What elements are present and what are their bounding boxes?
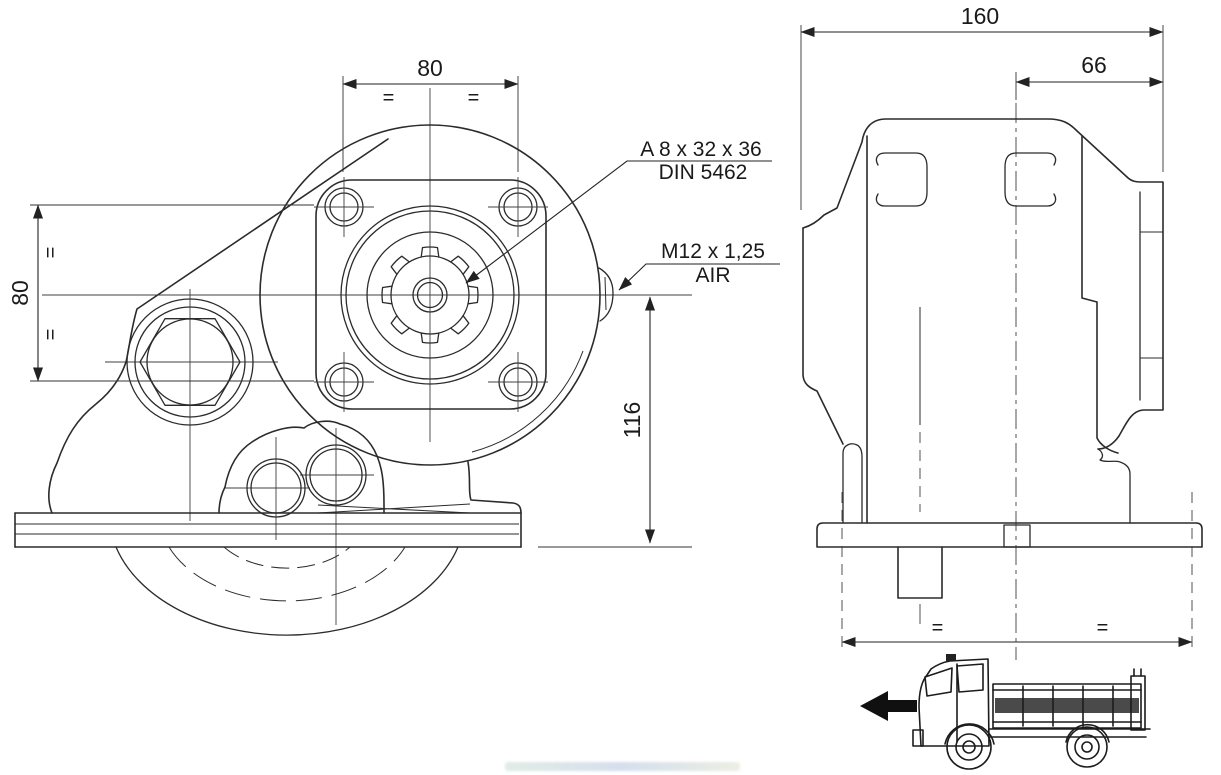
hex-plug bbox=[126, 298, 254, 426]
front-housing-outline bbox=[48, 124, 614, 514]
bolt-hole bbox=[314, 177, 374, 237]
cut-off-watermark bbox=[505, 762, 740, 771]
dimension-116-value: 116 bbox=[619, 402, 645, 439]
shaft-stub bbox=[897, 546, 943, 599]
left-arrow-icon bbox=[860, 691, 917, 721]
side-base-flange bbox=[816, 522, 1203, 624]
side-slots bbox=[875, 152, 1057, 207]
mounting-ports bbox=[246, 444, 367, 518]
equal-mark: = bbox=[1097, 617, 1110, 639]
dimension-116: 116 bbox=[538, 296, 692, 548]
front-base-flange bbox=[14, 503, 522, 548]
dimension-80-horizontal: 80 = = bbox=[342, 55, 519, 172]
spline-callout: A 8 x 32 x 36 DIN 5462 bbox=[465, 138, 772, 284]
flange-key-tab bbox=[1003, 524, 1031, 548]
air-port-boss bbox=[598, 267, 614, 322]
truck-direction-indicator bbox=[860, 654, 1151, 770]
bell-housing bbox=[115, 546, 459, 636]
bolt-hole bbox=[314, 352, 374, 412]
equal-mark: = bbox=[932, 617, 945, 639]
dimension-66: 66 bbox=[1015, 52, 1164, 100]
spline-callout-leader bbox=[465, 160, 772, 284]
front-view: 80 = = 80 = = 116 A 8 x 32 x 36 DIN 5462 bbox=[7, 55, 780, 636]
spline-shaft bbox=[340, 205, 520, 385]
bolt-hole bbox=[488, 352, 548, 412]
spline-callout-line1: A 8 x 32 x 36 bbox=[640, 138, 761, 161]
dimension-base-symmetric: = = bbox=[841, 492, 1193, 650]
cab-roof-marker bbox=[946, 654, 956, 661]
side-view: 160 66 = = bbox=[800, 3, 1203, 660]
spline-teeth bbox=[381, 246, 479, 344]
bed-panel-shadow bbox=[995, 698, 1139, 713]
bolt-hole bbox=[488, 177, 548, 237]
truck-icon bbox=[912, 654, 1151, 770]
dimension-160: 160 bbox=[800, 3, 1164, 210]
dimension-160-value: 160 bbox=[961, 3, 999, 29]
equal-mark: = bbox=[40, 246, 62, 259]
equal-mark: = bbox=[40, 328, 62, 341]
dimension-80-vertical: 80 = = bbox=[7, 204, 314, 382]
front-centerlines bbox=[42, 88, 692, 625]
mounting-flange bbox=[314, 177, 548, 412]
equal-mark: = bbox=[468, 87, 481, 109]
air-callout-leader bbox=[618, 263, 780, 291]
air-callout: M12 x 1,25 AIR bbox=[618, 240, 780, 291]
dimension-80-vertical-value: 80 bbox=[7, 280, 33, 306]
equal-mark: = bbox=[383, 87, 396, 109]
dimension-80-horizontal-value: 80 bbox=[417, 55, 443, 81]
side-housing-outline bbox=[802, 118, 1164, 524]
dimension-66-value: 66 bbox=[1081, 52, 1107, 78]
air-callout-line1: M12 x 1,25 bbox=[661, 240, 765, 263]
spline-callout-line2: DIN 5462 bbox=[659, 161, 748, 184]
air-callout-line2: AIR bbox=[695, 264, 730, 287]
